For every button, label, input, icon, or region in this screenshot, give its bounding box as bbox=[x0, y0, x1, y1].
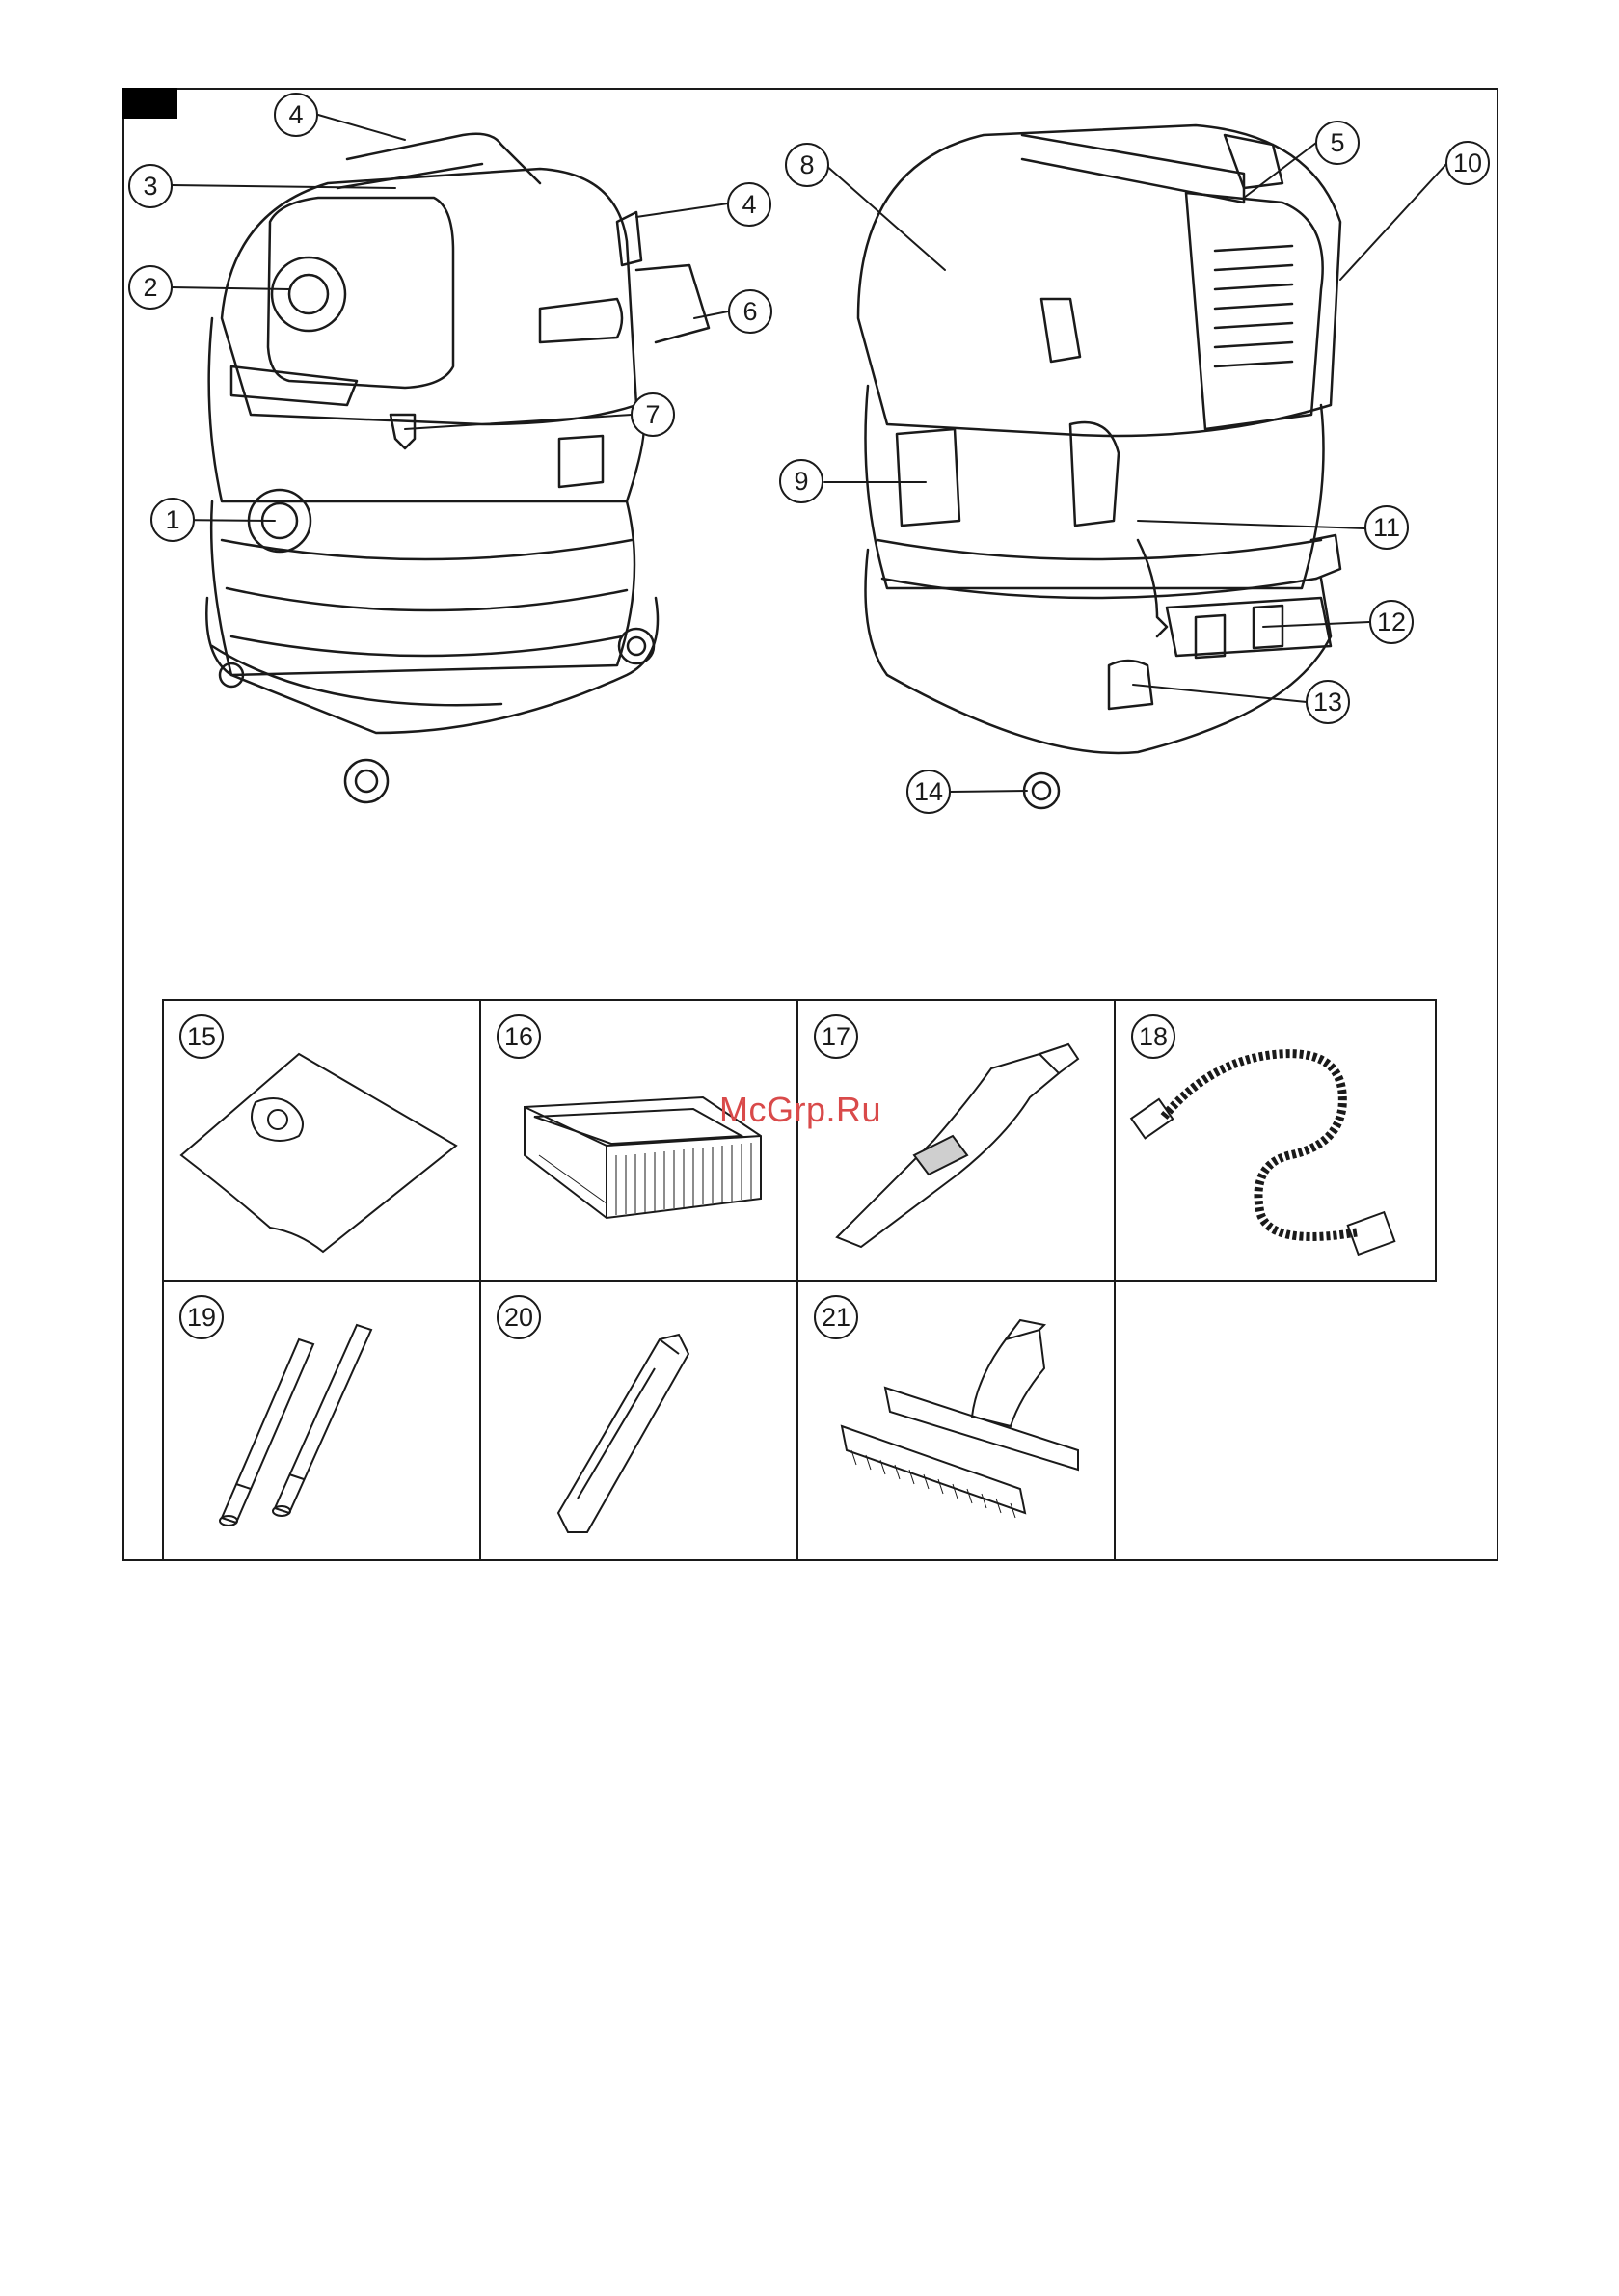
callout-13: 13 bbox=[1306, 680, 1350, 724]
watermark: McGrp.Ru bbox=[719, 1090, 881, 1130]
accessory-number: 21 bbox=[814, 1295, 858, 1339]
leader-lines bbox=[172, 115, 1446, 792]
accessories-grid: 15 16 17 bbox=[162, 999, 1437, 1561]
callout-2: 2 bbox=[128, 265, 173, 310]
accessory-number: 16 bbox=[497, 1014, 541, 1059]
callout-4-top: 4 bbox=[274, 93, 318, 137]
callout-10: 10 bbox=[1445, 141, 1490, 185]
accessory-cell-empty bbox=[1114, 1280, 1437, 1561]
callout-3: 3 bbox=[128, 164, 173, 208]
accessory-cell-21: 21 bbox=[796, 1280, 1116, 1561]
accessory-cell-16: 16 bbox=[479, 999, 798, 1282]
callout-9: 9 bbox=[779, 459, 823, 503]
accessory-cell-20: 20 bbox=[479, 1280, 798, 1561]
callout-8: 8 bbox=[785, 143, 829, 187]
accessory-number: 20 bbox=[497, 1295, 541, 1339]
callout-1: 1 bbox=[150, 498, 195, 542]
rear-view-vacuum-icon bbox=[858, 125, 1340, 808]
front-view-vacuum-icon bbox=[206, 134, 709, 802]
accessory-cell-15: 15 bbox=[162, 999, 481, 1282]
accessory-number: 18 bbox=[1131, 1014, 1175, 1059]
accessory-number: 15 bbox=[179, 1014, 224, 1059]
callout-14: 14 bbox=[906, 770, 951, 814]
callout-7: 7 bbox=[631, 392, 675, 437]
callout-6: 6 bbox=[728, 289, 772, 334]
accessory-cell-19: 19 bbox=[162, 1280, 481, 1561]
callout-12: 12 bbox=[1369, 600, 1414, 644]
accessory-cell-18: 18 bbox=[1114, 999, 1437, 1282]
accessory-number: 19 bbox=[179, 1295, 224, 1339]
accessory-cell-17: 17 bbox=[796, 999, 1116, 1282]
callout-5: 5 bbox=[1315, 121, 1360, 165]
callout-4-side: 4 bbox=[727, 182, 771, 227]
accessory-number: 17 bbox=[814, 1014, 858, 1059]
callout-11: 11 bbox=[1364, 505, 1409, 550]
